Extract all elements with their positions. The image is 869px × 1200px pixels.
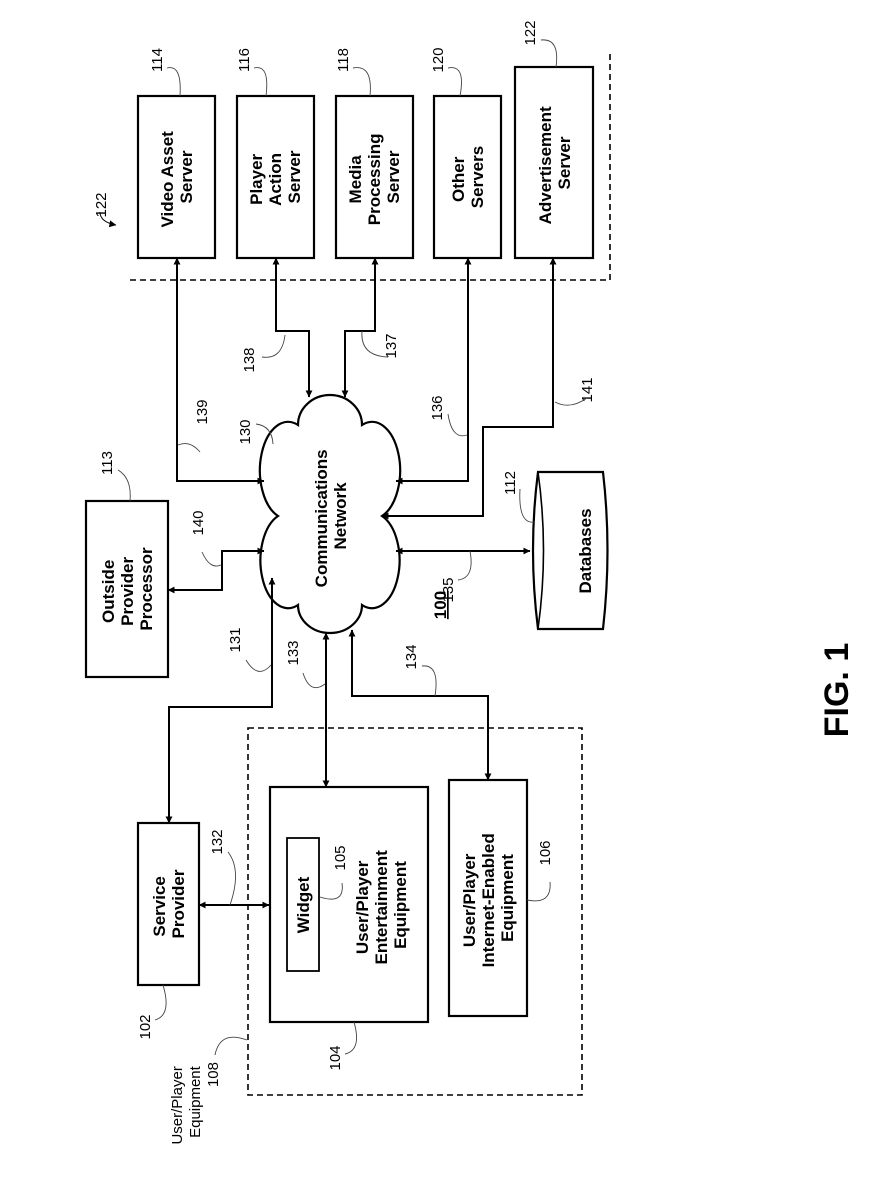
ref-131: 131 — [227, 627, 244, 652]
label-line: User/Player — [353, 860, 372, 954]
other-servers-label: Other Servers — [449, 146, 487, 208]
leader-line — [202, 552, 221, 566]
link-131 — [169, 578, 272, 823]
databases-label: Databases — [576, 508, 595, 593]
service-provider-label: Service Provider — [150, 869, 188, 938]
leader-line — [262, 335, 285, 357]
label-line: Network — [331, 482, 350, 550]
ref-140: 140 — [190, 510, 207, 535]
label-line: Other — [449, 156, 468, 202]
ref-104: 104 — [327, 1045, 344, 1070]
ref-114: 114 — [149, 48, 166, 72]
label-line: Provider — [118, 557, 137, 626]
leader-line — [345, 1022, 357, 1054]
label-line: Processor — [137, 547, 156, 631]
label-line: Equipment — [391, 861, 410, 949]
leader-line — [422, 666, 436, 696]
ref-139: 139 — [194, 399, 211, 424]
leader-line — [527, 882, 550, 901]
label-line: Service — [150, 876, 169, 937]
ref-116: 116 — [236, 48, 253, 72]
label-line: Servers — [468, 146, 487, 208]
leader-line — [167, 68, 180, 96]
leader-line — [254, 68, 267, 96]
leader-line — [448, 68, 462, 96]
ref-138: 138 — [241, 347, 258, 372]
leader-line — [448, 414, 467, 436]
leader-line — [118, 470, 130, 501]
label-line: Provider — [169, 869, 188, 938]
ref-106: 106 — [537, 840, 554, 865]
widget-label: Widget — [294, 876, 313, 933]
ref-112: 112 — [502, 471, 519, 495]
link-140 — [168, 551, 264, 590]
label-line: User/Player — [460, 853, 479, 947]
leader-line — [246, 660, 271, 671]
ref-134: 134 — [403, 644, 420, 669]
ref-118: 118 — [335, 48, 352, 72]
ref-113: 113 — [99, 451, 116, 475]
outside-provider-processor-label: Outside Provider Processor — [99, 547, 156, 631]
ref-141: 141 — [579, 377, 596, 402]
label-line: Outside — [99, 560, 118, 623]
label-line: Action — [266, 153, 285, 206]
figure-caption: FIG. 1 — [818, 643, 856, 737]
link-137 — [345, 258, 375, 397]
label-line: Processing — [365, 134, 384, 226]
link-136 — [396, 258, 468, 481]
label-line: Video Asset — [158, 131, 177, 228]
ref-136: 136 — [429, 395, 446, 420]
label-line: Player — [247, 153, 266, 204]
ref-108: 108 — [205, 1062, 222, 1087]
label-line: Server — [285, 150, 304, 203]
leader-line — [215, 1037, 247, 1055]
figure-number: 100 — [431, 591, 450, 619]
label-line: Equipment — [187, 1065, 204, 1138]
leader-line — [228, 852, 236, 905]
ref-132: 132 — [209, 829, 226, 854]
label-line: Media — [346, 155, 365, 204]
label-line: Server — [384, 150, 403, 203]
leader-line — [303, 673, 325, 688]
ref-133: 133 — [285, 640, 302, 665]
label-line: Server — [555, 136, 574, 189]
leader-line — [520, 489, 535, 522]
ref-130: 130 — [237, 419, 254, 444]
user-player-entertainment-equipment-label: User/Player Entertainment Equipment — [353, 845, 410, 964]
ref-105: 105 — [332, 845, 349, 870]
player-action-server-label: Player Action Server — [247, 148, 304, 206]
leader-line — [353, 68, 370, 96]
leader-line — [458, 551, 471, 580]
ref-137: 137 — [383, 333, 400, 358]
ref-122-group: 122 — [93, 192, 110, 217]
ref-102: 102 — [137, 1014, 154, 1039]
ref-120: 120 — [430, 47, 447, 72]
ref-122: 122 — [522, 20, 539, 45]
leader-line — [178, 444, 200, 452]
label-line: Advertisement — [536, 106, 555, 224]
link-134 — [352, 630, 488, 780]
label-line: User/Player — [169, 1066, 186, 1144]
label-line: Equipment — [498, 854, 517, 942]
label-line: Internet-Enabled — [479, 833, 498, 967]
label-line: Entertainment — [372, 850, 391, 965]
leader-line — [155, 985, 166, 1020]
label-line: Communications — [312, 449, 331, 587]
label-line: Server — [177, 150, 196, 203]
leader-line — [541, 40, 557, 67]
user-player-equipment-group-label: User/Player Equipment 108 — [169, 1062, 222, 1145]
link-138 — [276, 258, 309, 397]
